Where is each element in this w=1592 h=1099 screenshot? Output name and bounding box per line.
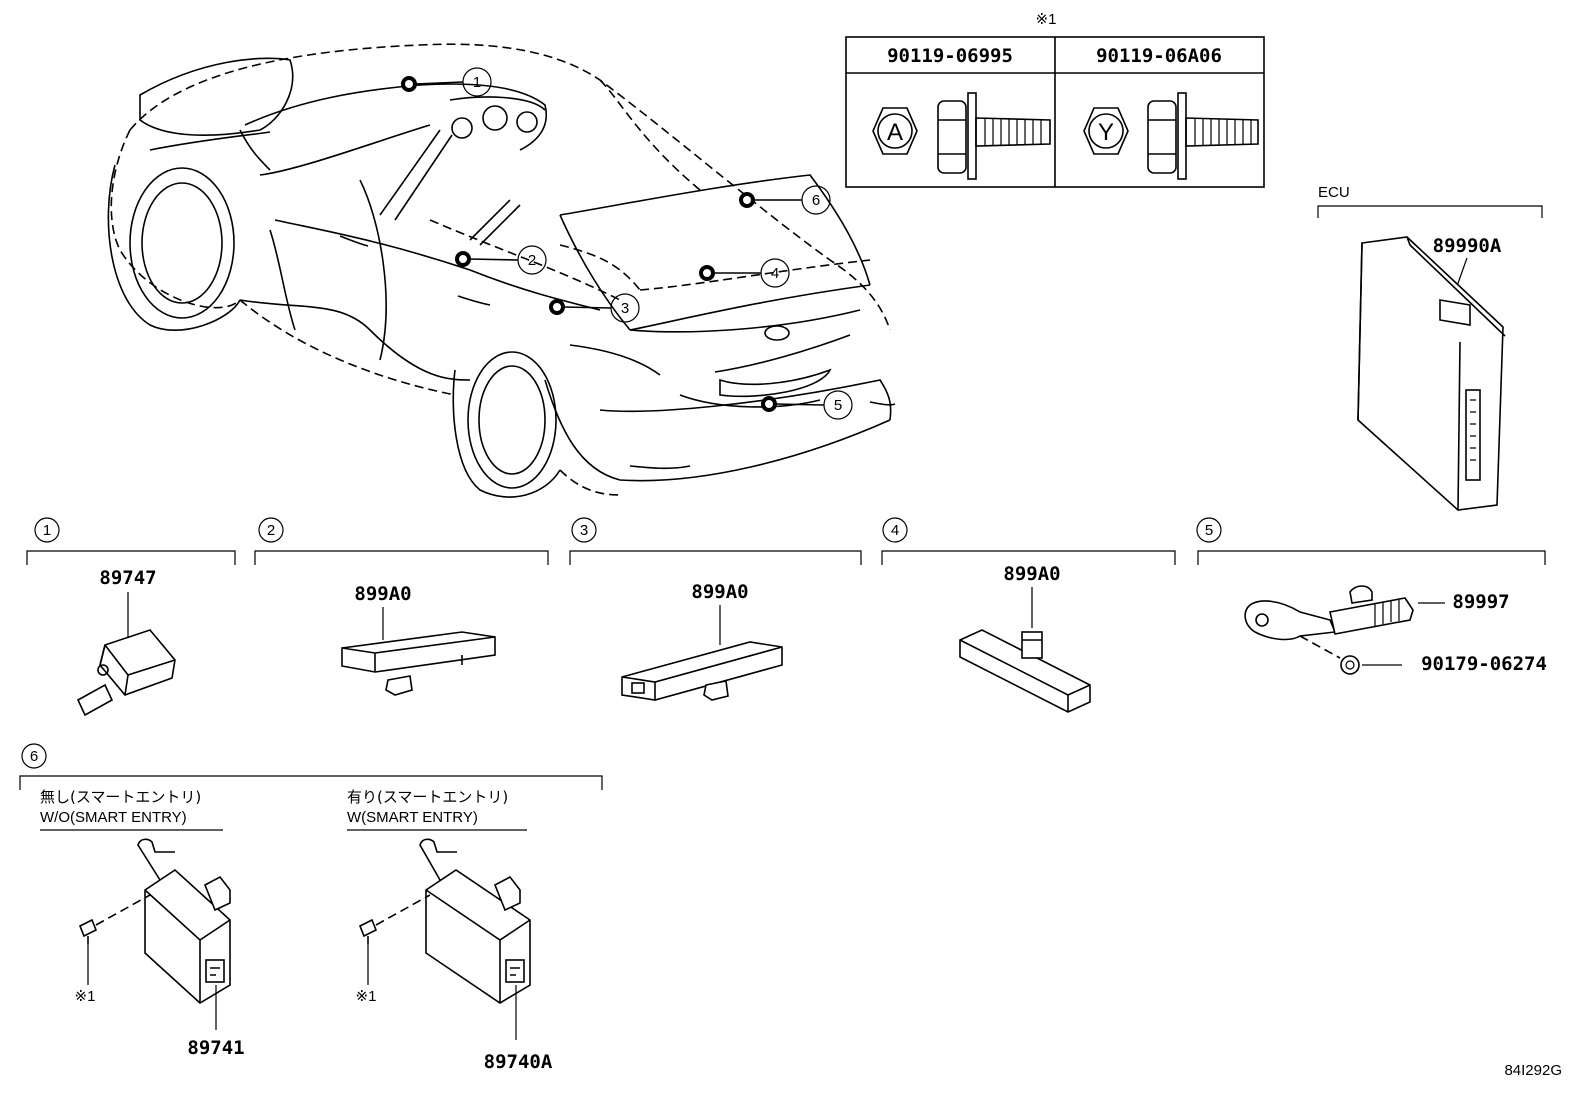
- group-3: 3 899A0: [569, 517, 862, 701]
- callout-3: 3: [621, 300, 629, 317]
- variant-1-label-en: W/O(SMART ENTRY): [40, 809, 187, 826]
- group-6: 6 無し(スマートエントリ) W/O(SMART ENTRY) 有り(スマートエ…: [19, 743, 603, 1073]
- fastener-part-no-2: 90119-06A06: [1096, 45, 1222, 67]
- bolt-y-icon: Y: [1083, 92, 1259, 180]
- screw-icon: [78, 894, 151, 985]
- variant-2-label-jp: 有り(スマートエントリ): [347, 788, 508, 806]
- variant-1-label-jp: 無し(スマートエントリ): [40, 788, 201, 806]
- bolt-a-letter: A: [887, 119, 903, 146]
- antenna-bar-icon: [621, 641, 783, 701]
- group-1-part-no: 89747: [99, 567, 156, 589]
- group-3-part-no: 899A0: [691, 581, 748, 603]
- callout-6: 6: [812, 192, 820, 209]
- group-1: 1 89747: [26, 517, 236, 717]
- ecu-section: ECU 89990A: [1317, 184, 1543, 511]
- group-5: 5 89997 90179-06274: [1196, 517, 1547, 675]
- callout-5: 5: [834, 397, 842, 414]
- antenna-bar-icon: [341, 631, 496, 696]
- ecu-module-icon: [1357, 236, 1506, 511]
- variant-2-part-no: 89740A: [484, 1051, 553, 1073]
- group-6-number: 6: [30, 748, 38, 765]
- bolt-a-icon: A: [872, 92, 1051, 180]
- fastener-part-no-1: 90119-06995: [887, 45, 1013, 67]
- group-3-number: 3: [580, 522, 588, 539]
- ecu-part-no: 89990A: [1433, 235, 1502, 257]
- bolt-y-letter: Y: [1098, 119, 1114, 146]
- group-2-number: 2: [267, 522, 275, 539]
- car-overview-illustration: 1 2 3 4 5 6: [107, 43, 896, 498]
- group-2: 2 899A0: [254, 517, 549, 696]
- variant-2-label-en: W(SMART ENTRY): [347, 809, 478, 826]
- antenna-bracket-icon: [1244, 585, 1414, 675]
- group-1-number: 1: [43, 522, 51, 539]
- group-5-part-no: 89997: [1452, 591, 1509, 613]
- fastener-note: ※1: [1036, 11, 1057, 28]
- variant-1-part-no: 89741: [187, 1037, 244, 1059]
- group-4: 4 899A0: [881, 517, 1176, 713]
- group-2-part-no: 899A0: [354, 583, 411, 605]
- group-5-number: 5: [1205, 522, 1213, 539]
- smart-entry-module-icon: [137, 838, 231, 1004]
- callout-2: 2: [528, 252, 536, 269]
- screw-icon: [358, 894, 431, 985]
- drawing-id: 84I292G: [1504, 1062, 1562, 1079]
- callout-4: 4: [771, 265, 779, 282]
- group-4-part-no: 899A0: [1003, 563, 1060, 585]
- variant-2-screw-note: ※1: [356, 988, 377, 1005]
- variant-1-screw-note: ※1: [75, 988, 96, 1005]
- group-5-sub-part-no: 90179-06274: [1421, 653, 1547, 675]
- callout-1: 1: [473, 74, 481, 91]
- smart-entry-module-icon: [419, 838, 531, 1004]
- antenna-bar-icon: [959, 629, 1091, 713]
- ecu-label: ECU: [1318, 184, 1350, 201]
- antenna-module-icon: [76, 629, 176, 717]
- callout-markers: [401, 76, 825, 412]
- callout-labels: 1 2 3 4 5 6: [462, 67, 853, 420]
- fastener-table: ※1 90119-06995 90119-06A06 A Y: [845, 11, 1265, 188]
- group-4-number: 4: [891, 522, 899, 539]
